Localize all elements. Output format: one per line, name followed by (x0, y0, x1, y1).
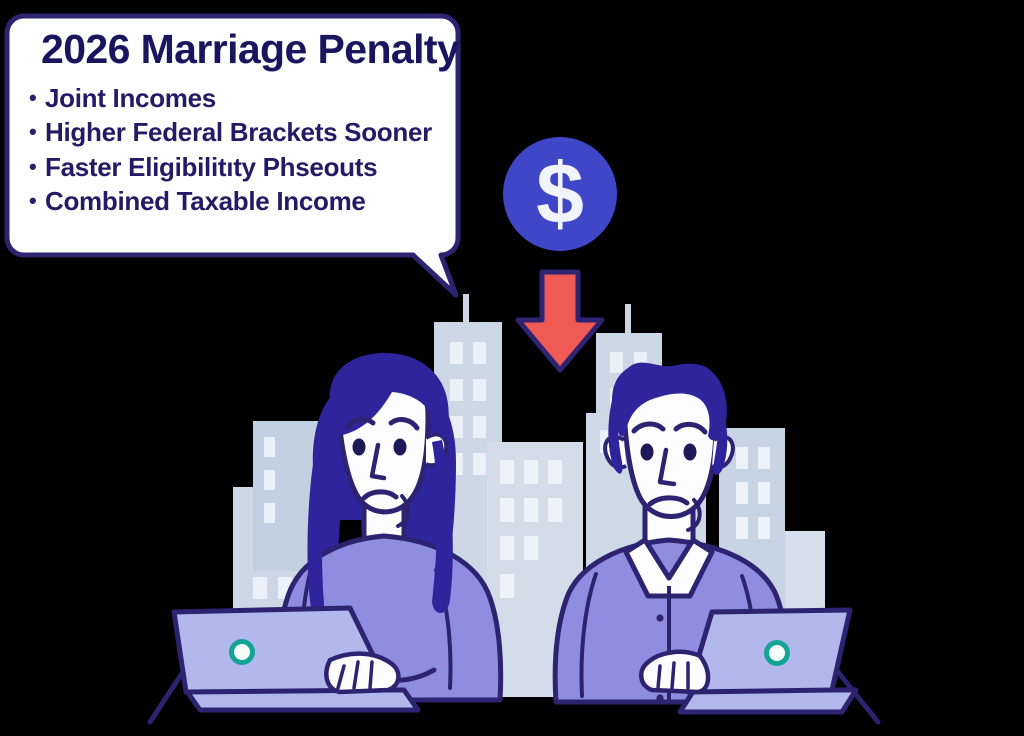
man-mouth (647, 495, 690, 507)
man-hair (612, 362, 727, 441)
bullet-marker-icon: • (29, 153, 37, 179)
left-laptop (147, 605, 421, 725)
bullet-marker-icon: • (29, 119, 37, 145)
woman-eye-right (393, 438, 407, 456)
bullet-marker-icon: • (29, 187, 37, 213)
woman-hair-strand-left (307, 436, 330, 619)
left-laptop-logo-inner (234, 644, 250, 660)
callout-bullet-list: • Joint Incomes • Higher Federal Bracket… (29, 81, 440, 218)
man-sideburn-left (608, 400, 623, 474)
woman-eye-left (352, 438, 366, 456)
callout-bullet-item: • Higher Federal Brackets Sooner (29, 115, 440, 149)
callout-title: 2026 Marriage Penalty (41, 26, 460, 72)
bullet-marker-icon: • (29, 85, 37, 111)
woman-nose (369, 442, 387, 481)
man-sleeve-seam-left (579, 572, 598, 698)
woman-hair-strand-right (432, 440, 453, 614)
down-arrow-icon (515, 269, 605, 373)
woman-hand (324, 651, 401, 695)
callout-content: 2026 Marriage Penalty • Joint Incomes • … (7, 14, 460, 255)
woman-jaw-line (396, 494, 411, 528)
man-brow-right (673, 422, 708, 435)
dollar-sign-glyph: $ (536, 146, 584, 242)
man-sideburn-right (713, 406, 728, 476)
man-eye-right (683, 443, 697, 461)
man-eye-left (640, 443, 654, 461)
right-laptop-logo-inner (769, 645, 785, 661)
callout-bullet-item: • Joint Incomes (29, 81, 440, 115)
man-jaw-line (686, 498, 702, 532)
woman-mouth (361, 489, 399, 501)
man-shirt-button-1 (656, 614, 664, 622)
man-brow-left (631, 421, 666, 434)
woman-brow-right (388, 417, 420, 431)
dollar-coin-icon: $ (503, 137, 617, 251)
man-collar (623, 537, 715, 599)
callout-bullet-label: Combined Taxable Income (45, 185, 366, 216)
woman-finger-3 (368, 660, 374, 690)
right-laptop (638, 607, 881, 725)
callout-bullet-label: Joint Incomes (45, 83, 216, 114)
callout-bullet-label: Faster Eligibilitıty Phseouts (45, 151, 378, 182)
man-nose (657, 447, 677, 487)
woman-finger-2 (352, 660, 360, 690)
woman-brow-left (344, 416, 376, 430)
man-finger-1 (656, 664, 662, 690)
antenna-right (625, 304, 631, 334)
man-finger-2 (670, 661, 676, 690)
callout-bubble[interactable] (4, 13, 461, 298)
antenna-left (463, 294, 469, 324)
callout-bullet-item: • Combined Taxable Income (29, 184, 440, 218)
callout-bullet-label: Higher Federal Brackets Sooner (45, 117, 432, 148)
man-shirt-button-3 (656, 694, 664, 702)
woman-finger-1 (336, 664, 346, 690)
callout-bullet-item: • Faster Eligibilitıty Phseouts (29, 150, 440, 184)
